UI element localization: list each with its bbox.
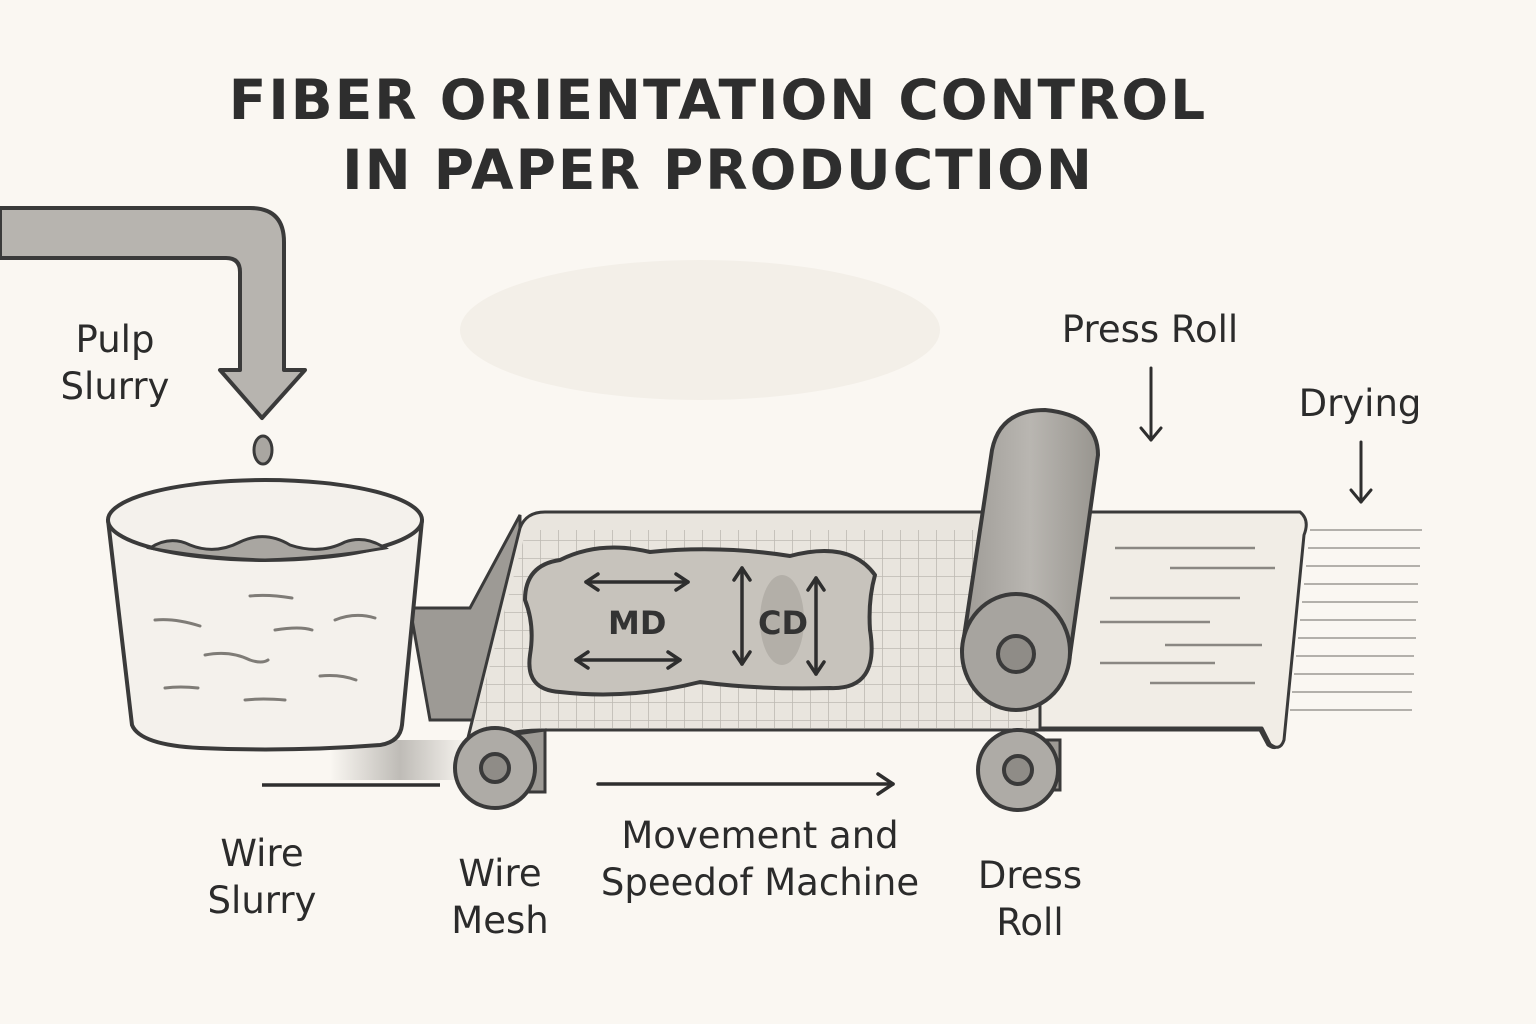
wire-mesh-roll <box>453 726 547 810</box>
press-roll-label: Press Roll <box>1061 308 1239 351</box>
fiber-patch <box>523 545 877 697</box>
dress-roll-label: Dress Roll <box>977 854 1083 944</box>
title-line-2: IN PAPER PRODUCTION <box>342 138 1094 202</box>
cd-shade <box>760 575 804 665</box>
cd-arrows <box>732 566 826 676</box>
movement-arrow <box>596 772 895 796</box>
drying-arrow <box>1349 440 1373 504</box>
wire-slurry-label: Wire Slurry <box>207 832 317 922</box>
wire-mesh-label: Wire Mesh <box>451 852 549 942</box>
md-label: MD <box>608 604 667 642</box>
md-arrows <box>574 572 690 670</box>
movement-label: Movement and Speedof Machine <box>600 814 920 904</box>
drying-label: Drying <box>1298 382 1422 425</box>
dress-roll <box>976 728 1062 812</box>
droplet-1 <box>252 434 274 466</box>
sheet-fiber-lines <box>1100 546 1275 685</box>
cd-label: CD <box>758 604 809 642</box>
paper-sheet <box>1038 510 1308 749</box>
pulp-pipe <box>0 206 307 420</box>
background-haze <box>460 260 940 400</box>
drying-lines <box>1290 529 1422 711</box>
press-roll-arrow <box>1139 366 1163 442</box>
pulp-slurry-label: Pulp Slurry <box>60 318 170 408</box>
title-line-1: FIBER ORIENTATION CONTROL <box>228 68 1208 132</box>
headbox-tub <box>106 478 424 752</box>
press-roll <box>960 408 1100 712</box>
